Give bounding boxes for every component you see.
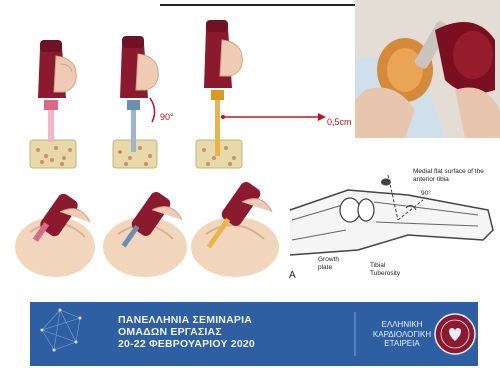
tibial-tuberosity-label: Tibial Tuberosity [370,262,410,277]
drill-step-2: 90° [113,36,174,168]
figure-letter: A [289,270,296,281]
drill-step-3: 0,5cm [196,20,352,168]
org-line-2: ΚΑΡΔΙΟΛΟΓΙΚΗ [370,330,434,340]
growth-plate-label: Growth plate [318,256,350,271]
banner-line-1: ΠΑΝΕΛΛΗΝΙΑ ΣΕΜΙΝΑΡΙΑ [118,314,255,326]
medial-surface-label: Medial flat surface of the anterior tibi… [413,168,493,183]
insertion-view-3 [191,180,279,277]
angle-label-top: 90° [160,112,174,122]
depth-label: 0,5cm [327,117,352,127]
banner-line-3: 20-22 ΦΕΒΡΟΥΑΡΙΟΥ 2020 [118,338,255,350]
conference-banner: ΠΑΝΕΛΛΗΝΙΑ ΣΕΜΙΝΑΡΙΑ ΟΜΑΔΩΝ ΕΡΓΑΣΙΑΣ 20-… [30,302,478,366]
banner-event-text: ΠΑΝΕΛΛΗΝΙΑ ΣΕΜΙΝΑΡΙΑ ΟΜΑΔΩΝ ΕΡΓΑΣΙΑΣ 20-… [118,314,255,350]
io-insertion-views [0,172,290,292]
banner-line-2: ΟΜΑΔΩΝ ΕΡΓΑΣΙΑΣ [118,326,255,338]
insertion-view-1 [15,191,95,277]
org-line-3: ΕΤΑΙΡΕΙΑ [370,339,434,349]
angle-label-right: 90° [421,190,431,197]
banner-organization: ΕΛΛΗΝΙΚΗ ΚΑΡΔΙΟΛΟΓΙΚΗ ΕΤΑΙΡΕΙΑ [370,320,434,349]
insertion-view-2 [103,190,187,277]
io-drill-steps-illustration: 90° 0,5cm [0,0,360,175]
procedure-photo [355,0,500,138]
drill-step-1 [30,40,76,168]
org-line-1: ΕΛΛΗΝΙΚΗ [370,320,434,330]
